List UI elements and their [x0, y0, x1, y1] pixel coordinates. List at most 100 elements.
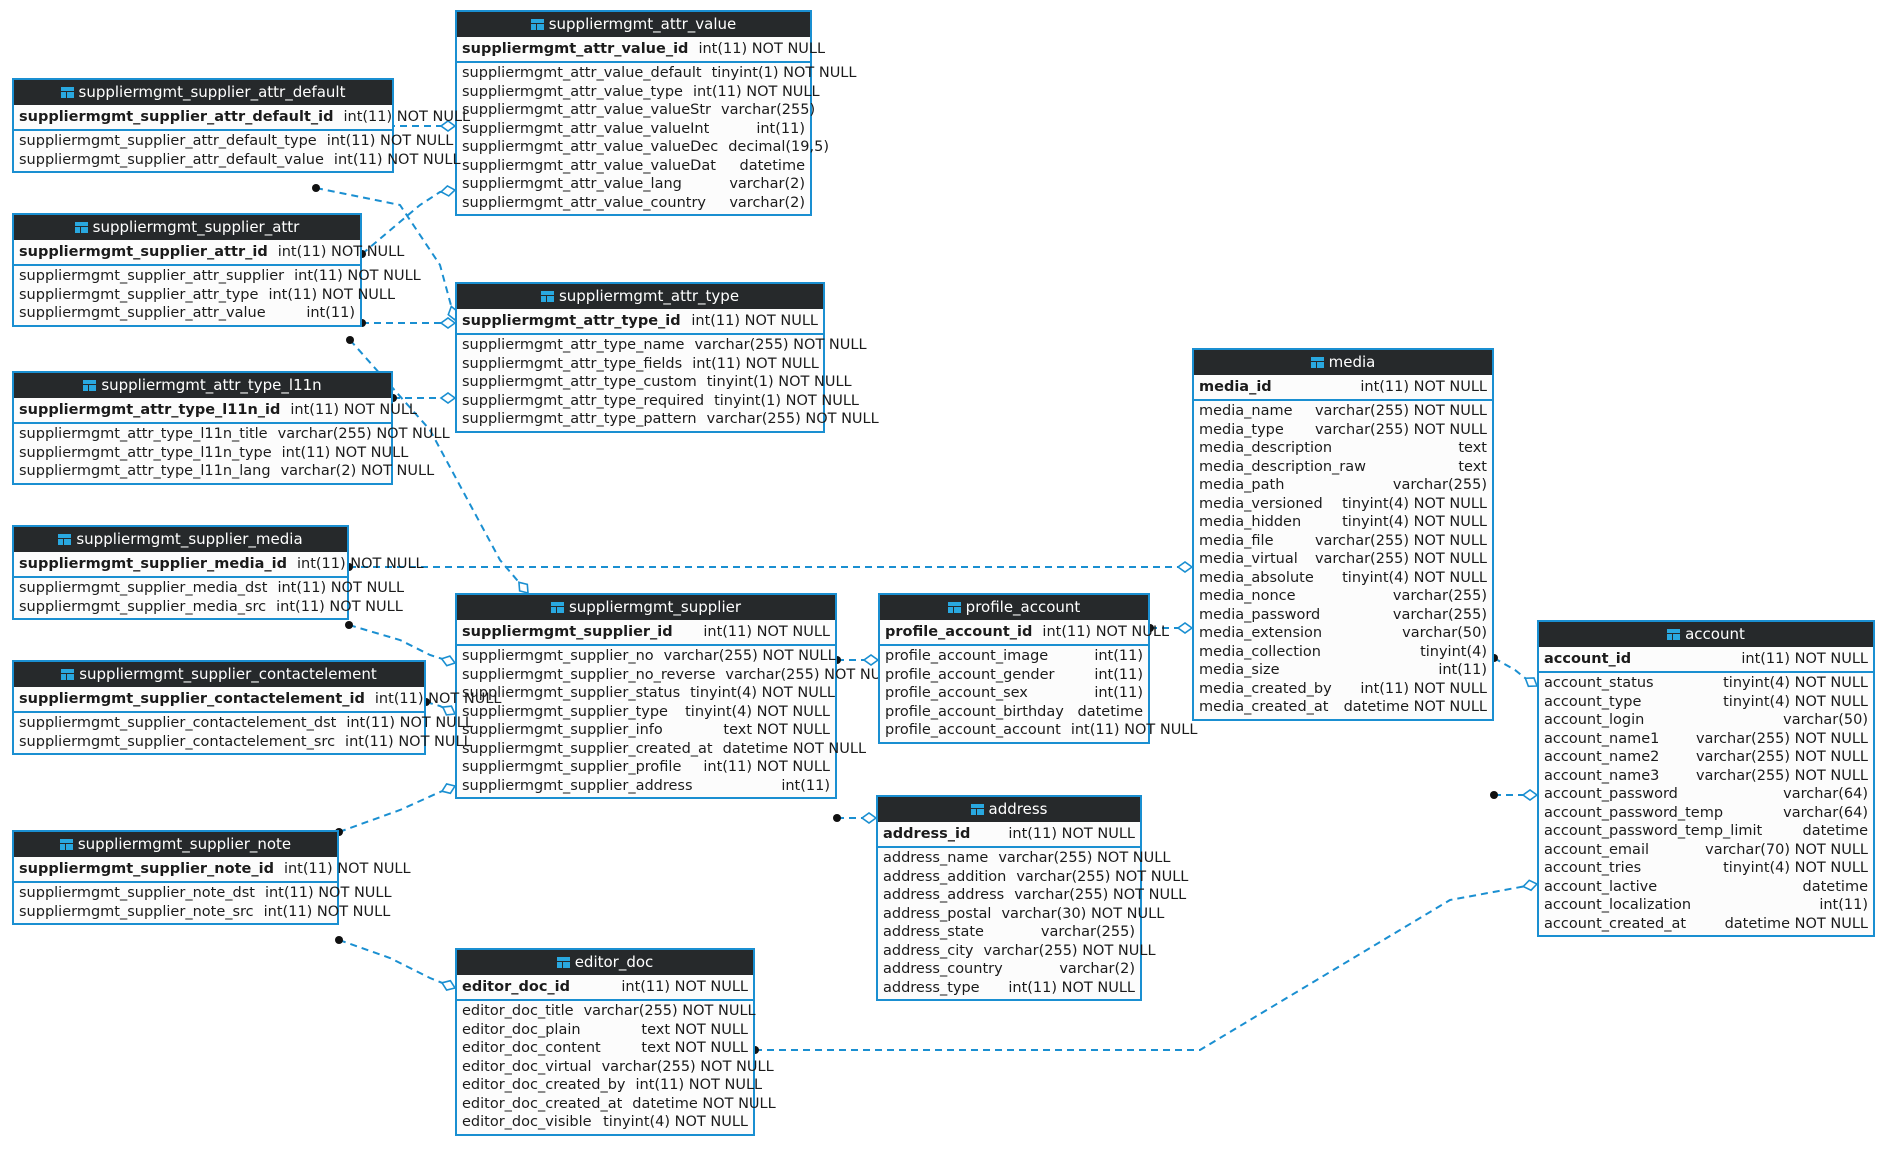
column-type: int(11) NOT NULL: [1042, 624, 1170, 640]
entity-table-suppliermgmt_supplier[interactable]: suppliermgmt_supplier suppliermgmt_suppli…: [455, 593, 897, 799]
column-name: media_path: [1199, 477, 1285, 493]
column-type: varchar(255) NOT NULL: [1314, 551, 1487, 567]
entity-header[interactable]: suppliermgmt_supplier_media: [14, 527, 347, 552]
edge-target-diamond: [439, 316, 457, 330]
column-type: varchar(255): [1392, 477, 1487, 493]
column-type: int(11) NOT NULL: [1070, 722, 1198, 738]
column-type: int(11) NOT NULL: [268, 286, 396, 303]
column-name: suppliermgmt_attr_type_pattern: [462, 411, 697, 427]
column-name: suppliermgmt_supplier_media_id: [19, 556, 287, 572]
column-type: datetime NOT NULL: [722, 740, 867, 757]
table-icon: [61, 669, 75, 680]
entity-header[interactable]: editor_doc: [457, 950, 753, 975]
column-type: varchar(255) NOT NULL: [1695, 767, 1868, 784]
column-name: address_city: [883, 942, 974, 959]
column-type: int(11) NOT NULL: [263, 903, 391, 920]
column-name: suppliermgmt_supplier_attr_default_id: [19, 109, 334, 125]
entity-title: editor_doc: [574, 953, 654, 971]
column-type: int(11) NOT NULL: [691, 313, 818, 329]
column-type: varchar(255) NOT NULL: [1314, 421, 1487, 438]
column-name: suppliermgmt_supplier_no_reverse: [462, 666, 716, 683]
column-name: account_password: [1544, 786, 1678, 802]
entity-table-suppliermgmt_attr_type[interactable]: suppliermgmt_attr_type suppliermgmt_attr_…: [455, 282, 879, 433]
table-icon: [530, 19, 544, 30]
entity-header[interactable]: media: [1194, 350, 1492, 375]
column-type: varchar(255) NOT NULL: [1695, 749, 1868, 765]
edge-target-diamond: [440, 655, 457, 667]
entity-header[interactable]: suppliermgmt_attr_type_l11n: [14, 373, 391, 398]
entity-header[interactable]: profile_account: [880, 595, 1148, 620]
entity-header[interactable]: suppliermgmt_supplier: [457, 595, 835, 620]
table-icon: [74, 222, 88, 233]
column-type: varchar(255) NOT NULL: [1314, 532, 1487, 549]
entity-header[interactable]: suppliermgmt_attr_value: [457, 12, 810, 37]
column-row: media_name varchar(255) NOT NULL: [1194, 402, 1492, 421]
column-type: varchar(255) NOT NULL: [1314, 403, 1487, 419]
entity-header[interactable]: address: [878, 797, 1140, 822]
column-type: datetime: [1802, 878, 1868, 895]
column-type: varchar(255) NOT NULL: [583, 1003, 756, 1019]
column-type: int(11) NOT NULL: [1008, 826, 1135, 842]
entity-table-suppliermgmt_supplier_note[interactable]: suppliermgmt_supplier_note suppliermgmt_s…: [12, 830, 411, 925]
entity-header[interactable]: suppliermgmt_supplier_contactelement: [14, 662, 424, 687]
column-type: varchar(255) NOT NULL: [277, 426, 450, 442]
column-name: suppliermgmt_attr_value_valueDec: [462, 139, 719, 155]
entity-table-suppliermgmt_attr_value[interactable]: suppliermgmt_attr_value suppliermgmt_attr…: [455, 10, 856, 216]
entity-header[interactable]: suppliermgmt_supplier_note: [14, 832, 337, 857]
column-name: suppliermgmt_attr_type_required: [462, 392, 705, 409]
entity-header[interactable]: suppliermgmt_attr_type: [457, 284, 823, 309]
edge-source-dot: [335, 936, 343, 944]
column-name: suppliermgmt_attr_type_l11n_id: [19, 402, 281, 418]
entity-header[interactable]: account: [1539, 622, 1873, 647]
entity-header[interactable]: suppliermgmt_supplier_attr: [14, 215, 360, 240]
table-icon: [556, 957, 570, 968]
column-name: suppliermgmt_supplier_attr_value: [19, 305, 266, 321]
column-name: suppliermgmt_attr_type_custom: [462, 374, 697, 390]
column-type: int(11): [1094, 666, 1143, 683]
column-type: varchar(255): [721, 102, 816, 118]
column-name: suppliermgmt_supplier_media_dst: [19, 580, 268, 596]
column-type: varchar(2): [1059, 961, 1135, 977]
column-name: suppliermgmt_supplier_type: [462, 703, 668, 720]
column-name: suppliermgmt_attr_value_type: [462, 83, 683, 100]
column-type: int(11) NOT NULL: [294, 268, 421, 284]
column-type: text: [1458, 458, 1487, 475]
column-name: media_name: [1199, 403, 1293, 419]
entity-header[interactable]: suppliermgmt_supplier_attr_default: [14, 80, 392, 105]
column-name: suppliermgmt_supplier_attr_default_type: [19, 133, 317, 149]
column-name: address_addition: [883, 868, 1007, 885]
edge-target-diamond: [439, 184, 457, 197]
